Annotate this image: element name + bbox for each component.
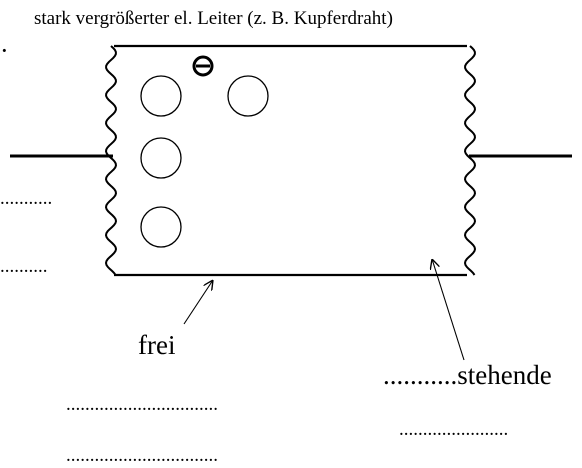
pointer-arrow-free — [183, 280, 213, 325]
conductor-right-break — [463, 45, 477, 276]
conductor-left-break — [104, 45, 118, 276]
answer-blank-3: ................................ — [66, 445, 218, 466]
electron-icon — [192, 55, 214, 77]
ion-core — [227, 75, 269, 117]
stray-dot: · — [0, 36, 9, 65]
ion-core — [140, 137, 182, 179]
ion-core — [140, 206, 182, 248]
label-standing: ...........stehende — [383, 360, 552, 390]
answer-blank-left-upper: ........... — [0, 188, 53, 209]
ion-core — [140, 75, 182, 117]
answer-blank-2: ....................... — [399, 419, 509, 440]
label-free: frei — [138, 330, 176, 360]
answer-blank-1: ................................ — [66, 394, 218, 415]
answer-blank-left-lower: .......... — [0, 256, 48, 277]
pointer-arrow-standing — [432, 259, 465, 361]
diagram-title: stark vergrößerter el. Leiter (z. B. Kup… — [34, 8, 393, 29]
